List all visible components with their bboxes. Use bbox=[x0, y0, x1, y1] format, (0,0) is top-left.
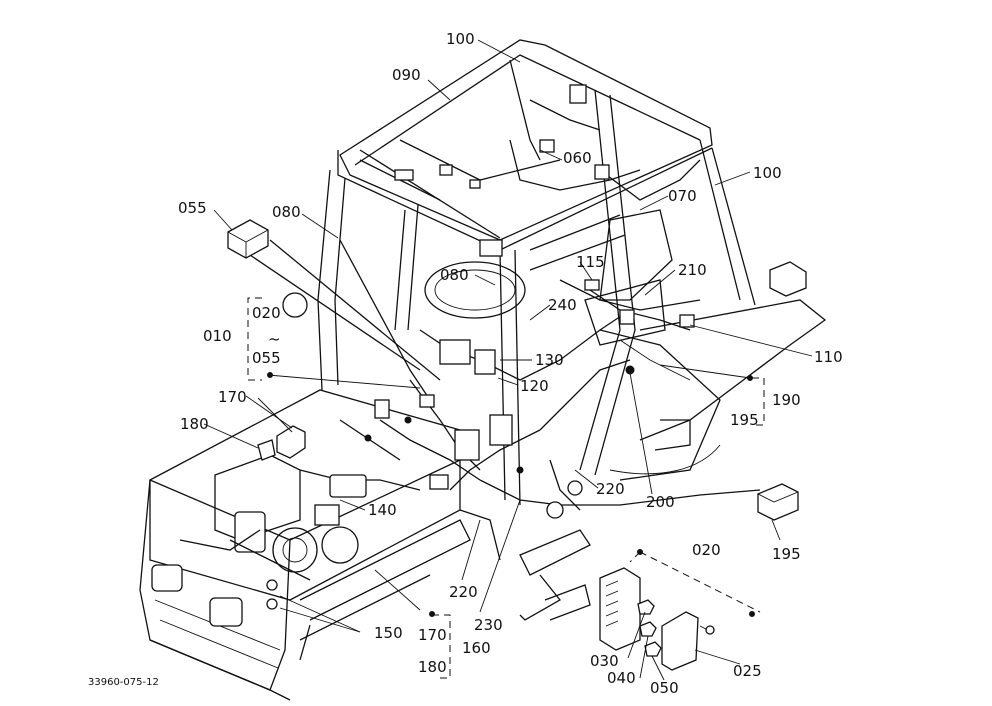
callout-240: 240 bbox=[548, 296, 577, 314]
callout-160: 160 bbox=[462, 639, 491, 657]
callout-030: 030 bbox=[590, 652, 619, 670]
reference-code: 33960-075-12 bbox=[88, 677, 159, 688]
callout-170-relay: 170 bbox=[218, 388, 247, 406]
callout-230: 230 bbox=[474, 616, 503, 634]
callout-220-right: 220 bbox=[596, 480, 625, 498]
callout-050: 050 bbox=[650, 679, 679, 697]
callout-170-group: 170 bbox=[418, 626, 447, 644]
callout-150: 150 bbox=[374, 624, 403, 642]
callout-210: 210 bbox=[678, 261, 707, 279]
callout-195-group: 195 bbox=[730, 411, 759, 429]
callout-100-right: 100 bbox=[753, 164, 782, 182]
callout-120: 120 bbox=[520, 377, 549, 395]
callout-115: 115 bbox=[576, 253, 605, 271]
callout-220-lower: 220 bbox=[449, 583, 478, 601]
tilde-mark: ~ bbox=[268, 330, 281, 348]
fuse-030 bbox=[637, 599, 655, 615]
callout-195-connector: 195 bbox=[772, 545, 801, 563]
callout-130: 130 bbox=[535, 351, 564, 369]
callout-080-center: 080 bbox=[440, 266, 469, 284]
callout-025: 025 bbox=[733, 662, 762, 680]
callout-180-group: 180 bbox=[418, 658, 447, 676]
callout-040: 040 bbox=[607, 669, 636, 687]
callout-200: 200 bbox=[646, 493, 675, 511]
callout-020-group: 020 bbox=[252, 304, 281, 322]
harness-wires bbox=[179, 59, 761, 581]
callout-labels: 100 090 060 100 070 055 080 115 210 080 … bbox=[88, 30, 843, 697]
relay-170 bbox=[276, 425, 306, 459]
connector-195 bbox=[757, 483, 799, 521]
cover-025 bbox=[661, 611, 715, 671]
callout-100-top: 100 bbox=[446, 30, 475, 48]
callout-060: 060 bbox=[563, 149, 592, 167]
callout-055-relay: 055 bbox=[178, 199, 207, 217]
part-180 bbox=[257, 439, 276, 461]
relay-055 bbox=[227, 219, 269, 259]
callout-180-part: 180 bbox=[180, 415, 209, 433]
fuse-050 bbox=[644, 641, 662, 657]
callout-110: 110 bbox=[814, 348, 843, 366]
callout-090: 090 bbox=[392, 66, 421, 84]
callout-140: 140 bbox=[368, 501, 397, 519]
callout-010: 010 bbox=[203, 327, 232, 345]
fuse-box-020 bbox=[599, 567, 641, 651]
connectors bbox=[266, 84, 755, 617]
callout-080-left: 080 bbox=[272, 203, 301, 221]
connector-rear-right bbox=[769, 261, 807, 297]
leader-lines bbox=[203, 39, 813, 681]
callout-055-group: 055 bbox=[252, 349, 281, 367]
engine-compartment bbox=[139, 389, 591, 701]
callout-070: 070 bbox=[668, 187, 697, 205]
cab-frame bbox=[317, 39, 827, 506]
callout-020-fusebox: 020 bbox=[692, 541, 721, 559]
fuse-040 bbox=[639, 621, 657, 637]
callout-190: 190 bbox=[772, 391, 801, 409]
group-brackets bbox=[247, 297, 765, 679]
